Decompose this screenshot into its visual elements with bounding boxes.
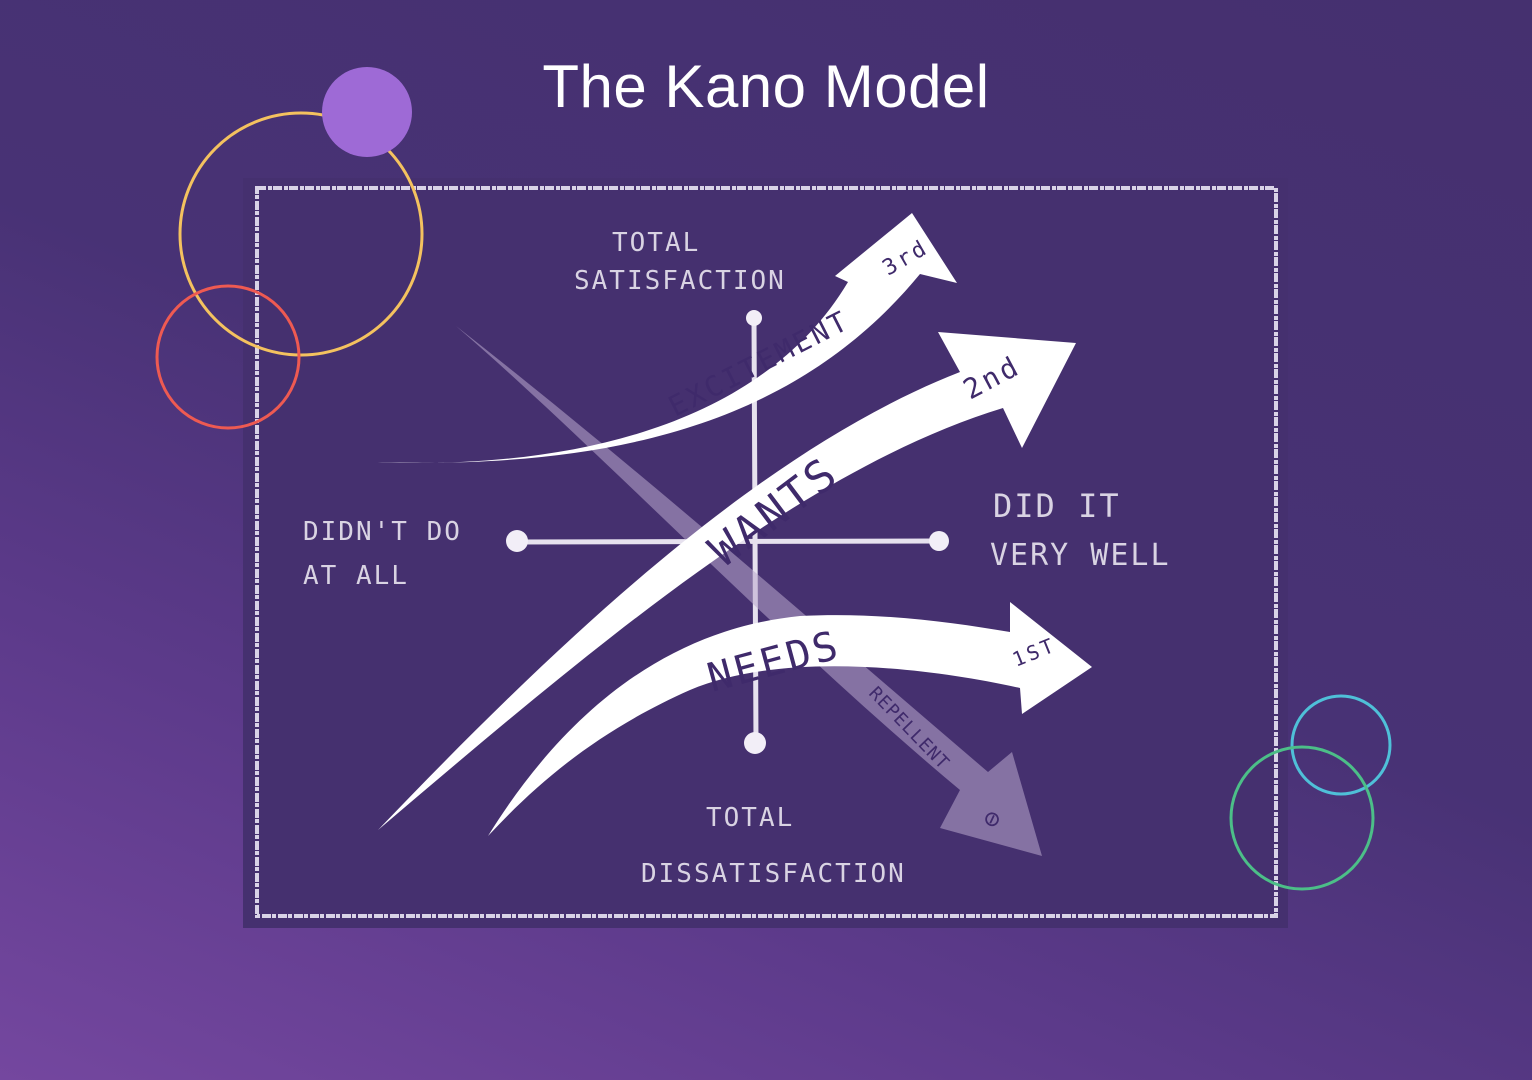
decor-circle-purple bbox=[322, 67, 412, 157]
chalk-border bbox=[255, 186, 1278, 918]
axis-label-right-line2: VERY WELL bbox=[990, 538, 1171, 573]
axis-dot-right bbox=[929, 531, 949, 551]
needs-arrow-shape bbox=[488, 602, 1092, 836]
wants-arrow-shape bbox=[378, 332, 1076, 830]
axis-dot-top bbox=[746, 310, 762, 326]
decor-circle-red bbox=[155, 284, 301, 430]
axis-label-top-line2: SATISFACTION bbox=[574, 266, 786, 296]
repellent-arrow-shape bbox=[456, 326, 1042, 856]
decor-circle-cyan bbox=[1290, 694, 1392, 796]
axis-label-top-line1: TOTAL bbox=[612, 228, 700, 258]
axis-dot-left bbox=[506, 530, 528, 552]
excitement-arrow-shape bbox=[373, 213, 957, 463]
axis-label-bottom-line2: DISSATISFACTION bbox=[641, 859, 906, 889]
decor-circle-green bbox=[1229, 745, 1375, 891]
axis-dot-bottom bbox=[744, 732, 766, 754]
axis-label-bottom-line1: TOTAL bbox=[706, 803, 794, 833]
page-title: The Kano Model bbox=[542, 53, 990, 120]
axis-label-right-line1: DID IT bbox=[993, 487, 1121, 525]
axis-label-left-line2: AT ALL bbox=[303, 561, 409, 591]
axis-label-left-line1: DIDN'T DO bbox=[303, 517, 462, 547]
decor-circle-yellow bbox=[178, 111, 424, 357]
chalkboard-panel bbox=[243, 178, 1288, 928]
